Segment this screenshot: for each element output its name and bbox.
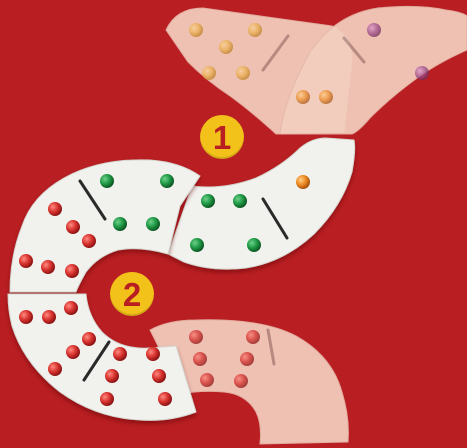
pip-red: [42, 310, 56, 324]
pip-red: [66, 220, 80, 234]
step-badge-2: 2: [110, 272, 154, 316]
pip-red: [113, 347, 127, 361]
pip-red: [152, 369, 166, 383]
pip-green: [247, 238, 261, 252]
pip-red: [146, 347, 160, 361]
pip-red: [82, 234, 96, 248]
pip-red: [82, 332, 96, 346]
tile-green-orange[interactable]: [168, 138, 355, 269]
step-number-2: 2: [123, 278, 141, 311]
pip-red: [48, 362, 62, 376]
pip-red: [105, 369, 119, 383]
pip-red: [66, 345, 80, 359]
pip-red: [100, 392, 114, 406]
pip-green: [201, 194, 215, 208]
tile-red-red[interactable]: [8, 294, 196, 420]
pip-green: [233, 194, 247, 208]
pip-green: [113, 217, 127, 231]
pip-green: [160, 174, 174, 188]
pip-green: [190, 238, 204, 252]
pip-orange: [296, 175, 310, 189]
tile-green-red[interactable]: [10, 160, 200, 292]
pip-red: [158, 392, 172, 406]
pip-green: [100, 174, 114, 188]
step-number-1: 1: [213, 121, 231, 154]
pip-green: [146, 217, 160, 231]
pip-red: [48, 202, 62, 216]
pip-red: [64, 301, 78, 315]
pip-red: [41, 260, 55, 274]
pip-red: [65, 264, 79, 278]
step-badge-1: 1: [200, 115, 244, 159]
pip-red: [19, 254, 33, 268]
pip-red: [19, 310, 33, 324]
